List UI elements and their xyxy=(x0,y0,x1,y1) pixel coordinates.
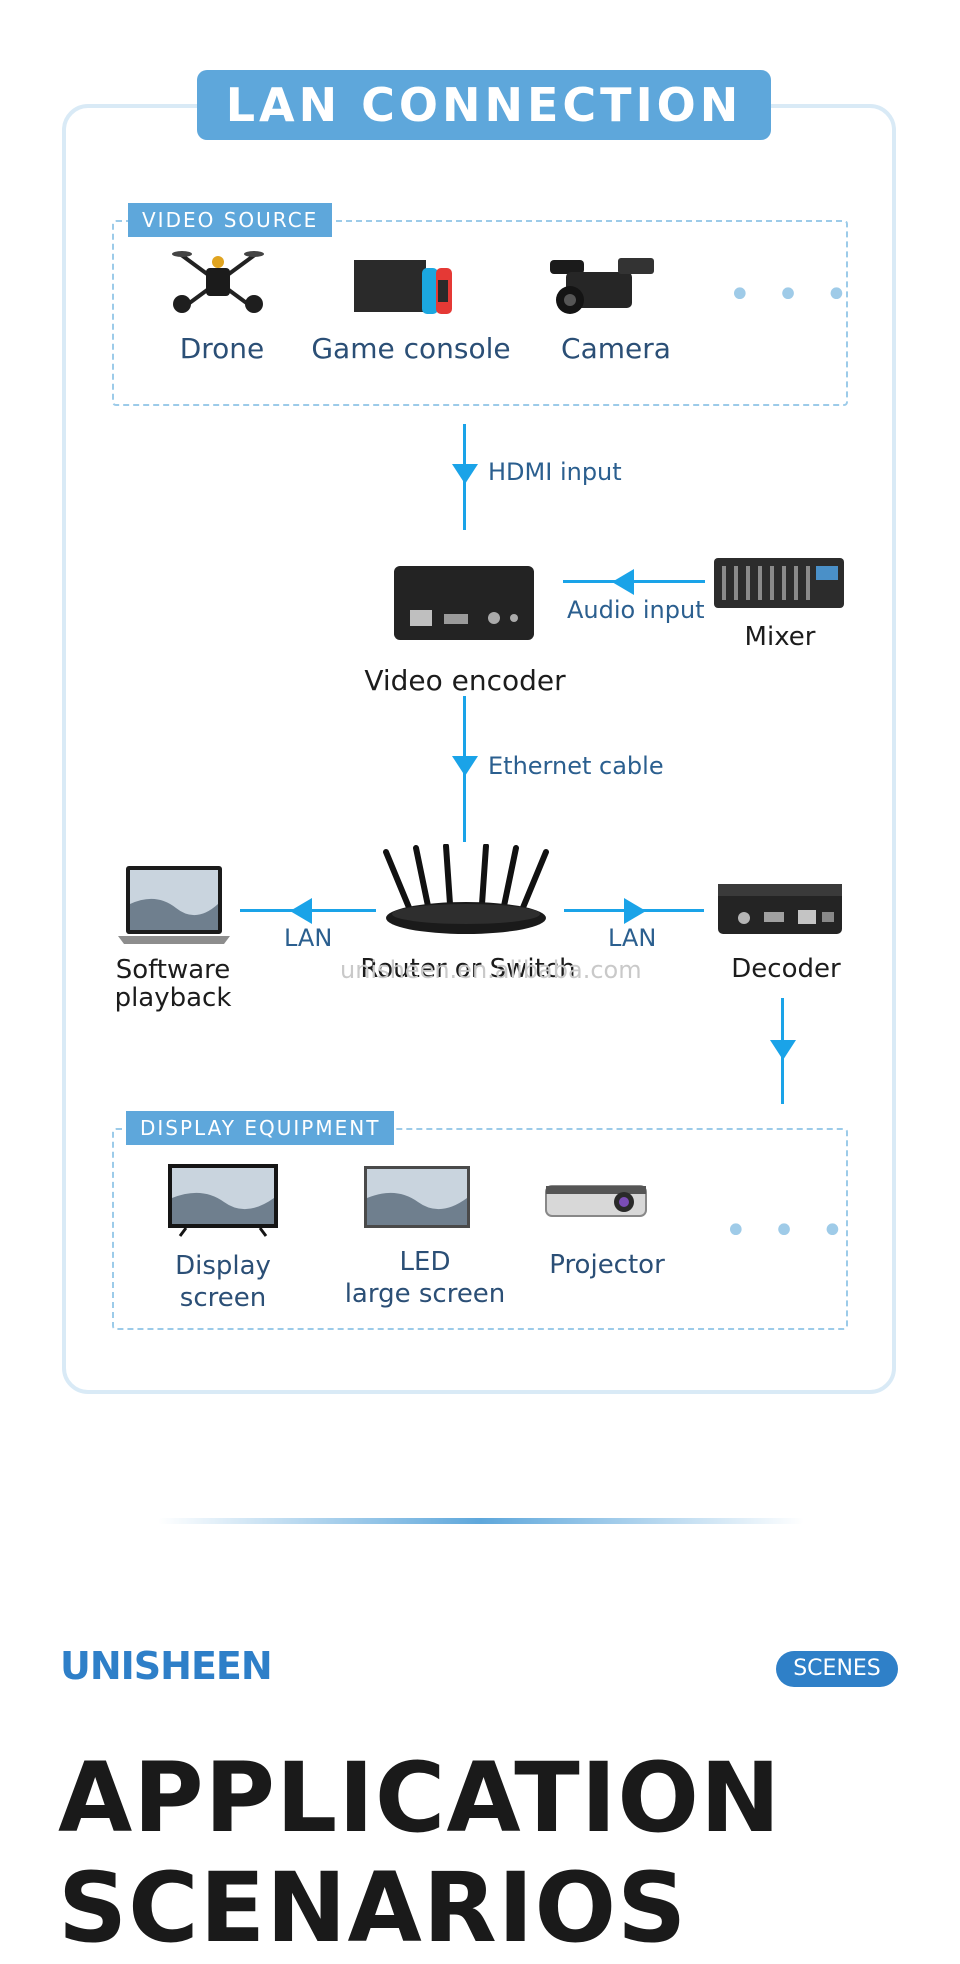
drone-label: Drone xyxy=(179,332,265,365)
audio-arrow-head xyxy=(612,569,634,595)
lan-connection-banner: LAN CONNECTION xyxy=(197,70,771,140)
ethernet-arrow-head xyxy=(452,756,478,776)
video-encoder-label: Video encoder xyxy=(364,664,566,697)
display-screen-line1: Display xyxy=(175,1251,271,1281)
drone-icon xyxy=(172,251,264,313)
lan-right-arrow-head xyxy=(624,898,646,924)
lan-left-arrow-head xyxy=(290,898,312,924)
watermark: unisheen.en.alibaba.com xyxy=(340,956,642,984)
led-screen-line2: large screen xyxy=(344,1279,506,1309)
tv-icon xyxy=(168,1164,278,1237)
mixer-label: Mixer xyxy=(744,622,816,652)
brand-logo: UNISHEEN xyxy=(60,1644,273,1688)
scenes-pill: SCENES xyxy=(776,1651,898,1687)
mixer-icon xyxy=(714,558,844,608)
title-line2: SCENARIOS xyxy=(58,1852,688,1964)
decoder-arrow-head xyxy=(770,1040,796,1060)
display-screen-line2: screen xyxy=(179,1283,267,1313)
video-encoder-icon xyxy=(394,566,534,640)
led-screen-label: LED large screen xyxy=(330,1246,520,1310)
projector-icon xyxy=(545,1185,647,1217)
lan-left-label: LAN xyxy=(284,924,333,952)
laptop-icon xyxy=(118,866,230,944)
game-console-label: Game console xyxy=(311,332,511,365)
camera-icon xyxy=(550,258,654,314)
led-screen-line1: LED xyxy=(399,1247,451,1277)
software-playback-label: Software playback xyxy=(98,956,248,1012)
software-label-line1: Software xyxy=(115,955,231,985)
lan-right-label: LAN xyxy=(608,924,657,952)
router-label: Router or Switch xyxy=(360,954,576,984)
software-label-line2: playback xyxy=(114,983,232,1013)
decoder-icon xyxy=(718,884,842,934)
ethernet-cable-label: Ethernet cable xyxy=(488,752,664,780)
title-line1: APPLICATION xyxy=(58,1742,782,1854)
led-screen-icon xyxy=(364,1166,470,1228)
video-source-box xyxy=(112,220,848,406)
display-equipment-tag: DISPLAY EQUIPMENT xyxy=(126,1111,395,1145)
video-source-more: • • • xyxy=(728,272,855,318)
projector-label: Projector xyxy=(549,1250,665,1280)
display-equipment-box xyxy=(112,1128,848,1330)
hdmi-arrow-head xyxy=(452,464,478,484)
camera-label: Camera xyxy=(561,332,671,365)
hdmi-input-label: HDMI input xyxy=(488,458,622,486)
game-console-icon xyxy=(354,260,452,314)
router-icon xyxy=(383,844,549,934)
decoder-label: Decoder xyxy=(731,954,841,984)
display-equipment-more: • • • xyxy=(724,1208,851,1254)
audio-arrow-line xyxy=(563,580,705,583)
audio-input-label: Audio input xyxy=(567,596,705,624)
display-screen-label: Display screen xyxy=(144,1250,302,1314)
section-divider xyxy=(158,1518,804,1524)
video-source-tag: VIDEO SOURCE xyxy=(128,203,333,237)
